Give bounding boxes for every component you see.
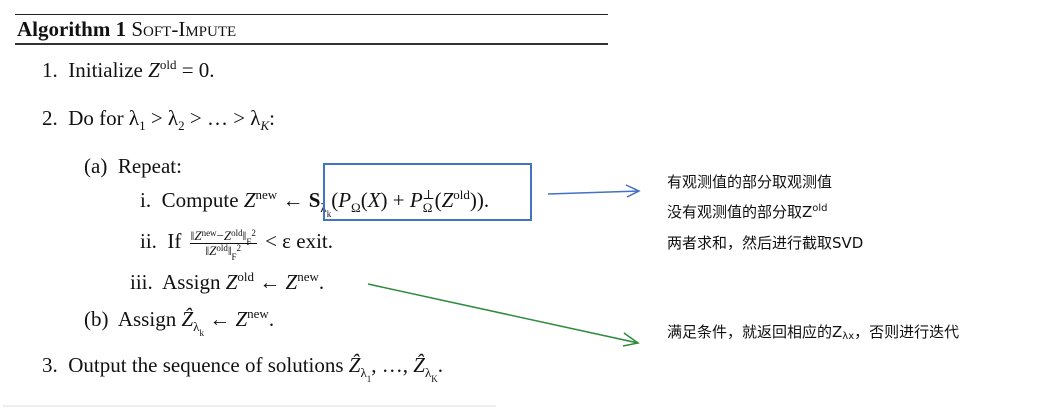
algorithm-name: Soft-Impute (131, 17, 237, 41)
step-1: 1. Initialize Zold = 0. (42, 57, 215, 82)
step-text: Compute (161, 188, 239, 212)
step-text: Repeat: (117, 154, 182, 178)
note-sub: λx (842, 331, 855, 342)
step-number: (a) (84, 154, 108, 178)
step-3: 3. Output the sequence of solutions Ẑλ1,… (42, 353, 444, 384)
step-text: If (167, 229, 182, 253)
step-text: Assign (117, 307, 177, 331)
green-arrow-icon (367, 283, 640, 347)
algorithm-label: Algorithm 1 (17, 17, 127, 41)
blue-arrow-icon (547, 184, 641, 198)
svd-note-line-2: 没有观测值的部分取Zold (667, 202, 828, 222)
note-text: ，否则进行迭代 (854, 323, 960, 341)
step-text: Assign (162, 270, 221, 294)
step-2b: (b) Assign Ẑλk ← Znew. (84, 306, 275, 338)
note-text: 没有观测值的部分取Z (667, 203, 813, 221)
title-rule (15, 43, 608, 45)
step-number: (b) (84, 307, 109, 331)
step-number: 3. (42, 353, 58, 377)
step-number: ii. (140, 229, 157, 253)
step-2a: (a) Repeat: (84, 153, 182, 179)
step-number: 1. (42, 58, 58, 82)
bottom-rule (3, 405, 496, 407)
top-rule (15, 14, 608, 15)
convergence-fraction: ‖Znew−Zold‖F2‖Zold‖F2 (189, 227, 257, 262)
step-tail: exit. (296, 229, 333, 253)
step-2a-ii: ii. If ‖Znew−Zold‖F2‖Zold‖F2 < ε exit. (140, 227, 333, 262)
step-text: Initialize (68, 58, 143, 82)
step-2: 2. Do for λ1 > λ2 > … > λK: (42, 106, 276, 133)
step-number: i. (140, 188, 152, 212)
step-2a-iii: iii. Assign Zold ← Znew. (130, 269, 325, 294)
highlight-box (323, 163, 532, 221)
step-text: Output the sequence of solutions (68, 353, 344, 377)
step-number: 2. (42, 106, 58, 130)
note-sup: old (812, 203, 828, 214)
step-text: Do for (68, 106, 124, 130)
iteration-note: 满足条件，就返回相应的Zλx，否则进行迭代 (667, 322, 959, 342)
svd-note-line-3: 两者求和，然后进行截取SVD (667, 234, 864, 252)
svd-note-line-1: 有观测值的部分取观测值 (667, 173, 833, 191)
algorithm-title: Algorithm 1 Soft-Impute (17, 17, 236, 41)
note-text: 满足条件，就返回相应的Z (667, 323, 843, 341)
step-number: iii. (130, 270, 153, 294)
